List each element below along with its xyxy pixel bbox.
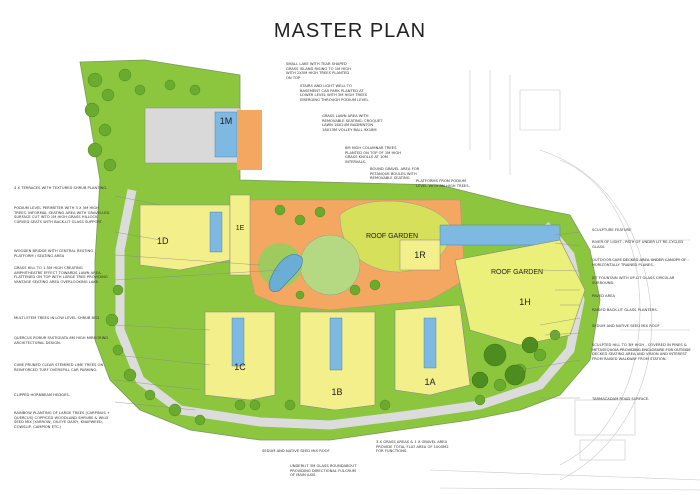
note-grass-lawn: GRASS LAWN AREA WITH REMOVABLE SEATING: …	[322, 114, 383, 132]
note-tarmacadam: TARMACADAM ROAD SURFACE.	[592, 397, 650, 401]
block-1m-deck	[237, 110, 262, 170]
block-1h-label: 1H	[519, 297, 531, 307]
note-hornbeam-hedges: CLIPPED HORNBEAM HEDGES.	[14, 393, 70, 397]
note-grass-hill: GRASS HILL TO 1.5m HIGH CREATING AMPHITH…	[14, 266, 108, 284]
block-1a-label: 1A	[424, 377, 435, 387]
note-jet-fountain: JET FOUNTAIN WITH UP-LIT GLASS CIRCULAR …	[592, 276, 675, 285]
note-rainbow-planting: RAINBOW PLANTING OF LARGE TREES (CARPINU…	[14, 411, 110, 429]
context-linework	[429, 70, 700, 491]
note-sedum-roof-right: SEDUM AND NATIVE SEED MIX ROOF	[592, 324, 660, 328]
note-quercus-robur: QUERCUS ROBUR FASTIGIATA 8m HIGH MIRRORI…	[14, 336, 109, 345]
note-glass-roundabout: UNDERLIT 3m GLASS ROUNDABOUT PROVIDING D…	[290, 464, 357, 478]
note-grass-areas: 3 x GRASS AREAS & 1 x GRAVEL AREA PROVID…	[376, 440, 449, 454]
roof-garden-right-area	[454, 239, 586, 346]
note-outdoor-cafe: OUTDOOR CAFE DECKED AREA UNDER CANOPY OF…	[592, 258, 687, 267]
note-small-lake: SMALL LAKE WITH TEAR SHAPED GRASS ISLAND…	[286, 62, 351, 80]
note-river-of-light: RIVER OF LIGHT - PATH OF UNDER LIT RE-CY…	[592, 240, 684, 249]
river-of-light	[439, 224, 561, 246]
roof-garden-center-label: ROOF GARDEN	[366, 233, 418, 240]
block-1m-label: 1M	[220, 116, 233, 126]
block-1r-roof	[399, 239, 441, 271]
block-1d-core	[209, 211, 223, 253]
leader-lines	[114, 195, 581, 411]
note-paved-area: PAVED AREA	[592, 294, 616, 298]
note-sculpture-feature: SCULPTURE FEATURE	[592, 228, 632, 232]
block-1c-core	[231, 317, 245, 367]
roof-garden-right-label: ROOF GARDEN	[491, 269, 543, 276]
page-title: MASTER PLAN	[273, 20, 427, 42]
note-wooden-bridge: WOODEN BRIDGE WITH CENTRAL RESTING PLATF…	[14, 249, 94, 258]
note-podium-perimeter: PODIUM LEVEL PERIMETER WITH 3 x 5m HIGH …	[14, 206, 110, 224]
note-multi-stem-trees: MULTI-STEM TREES IN LOW LEVEL SHRUB BED	[14, 316, 100, 320]
tree-clusters	[84, 68, 561, 426]
note-columnar-trees: 6m HIGH COLUMNAR TREES PLANTED ON TOP OF…	[345, 146, 402, 164]
lower-woodland	[471, 336, 539, 389]
note-glass-planters: RAISED BACK-LIT GLASS PLANTERS.	[592, 308, 658, 312]
note-lime-trees: CUBE PRUNED CLEAR STEMMED LIME TREES ON …	[14, 363, 104, 372]
block-1r-label: 1R	[414, 250, 426, 260]
block-1b-core	[329, 317, 343, 371]
note-sculpted-hill: SCULPTED HILL TO 3m HIGH - COVERED IN PI…	[592, 343, 691, 361]
lake	[268, 254, 303, 293]
block-1d-label: 1D	[157, 236, 169, 246]
block-1a-core	[423, 317, 437, 369]
note-platforms: PLATFORMS FROM PODIUM LEVEL WITH 8m HIGH…	[416, 179, 470, 188]
central-lawn	[299, 234, 361, 296]
note-sedum-roof-bottom: SEDUM AND NATIVE SEED MIX ROOF	[262, 449, 330, 453]
block-1e-roof	[229, 194, 251, 276]
note-stairs-light-well: STAIRS AND LIGHT WELL TO BASEMENT CAR PA…	[300, 84, 369, 102]
block-1c-label: 1C	[234, 362, 246, 372]
block-1d-roof	[139, 204, 231, 271]
note-gravel-petanque: BOUND GRAVEL AREA FOR PETANQUE BOULES WI…	[370, 167, 420, 181]
block-1e-label: 1E	[236, 225, 245, 232]
block-1b-label: 1B	[331, 387, 342, 397]
note-terraces: 4 x TERRACES WITH TEXTURED SHRUB PLANTIN…	[14, 186, 108, 190]
